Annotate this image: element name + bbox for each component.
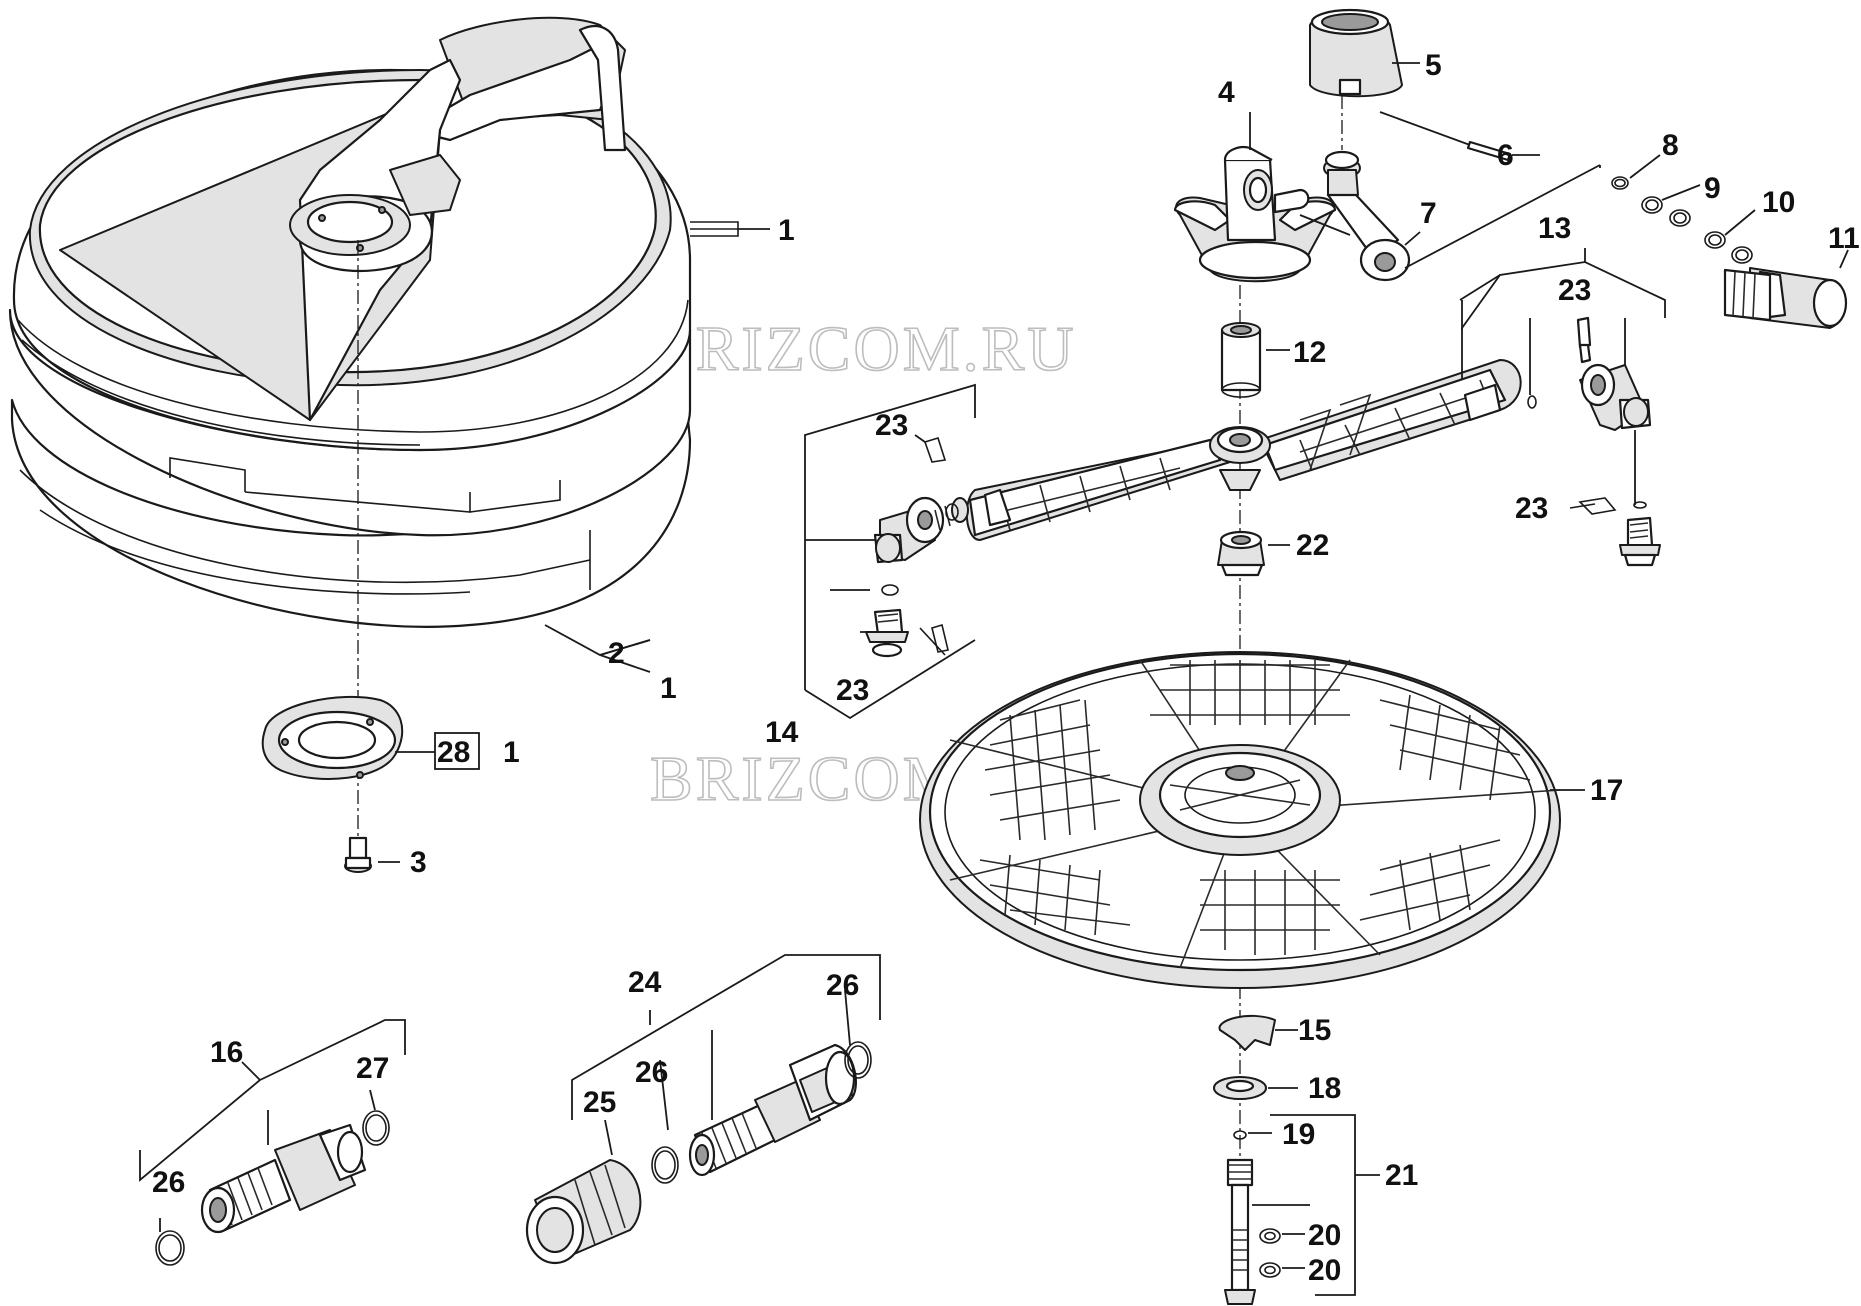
callout-25: 25	[583, 1086, 616, 1119]
callout-24: 24	[628, 966, 662, 999]
callout-19: 19	[1282, 1118, 1315, 1151]
leader-2	[544, 624, 651, 656]
callout-26c: 26	[152, 1166, 185, 1199]
callout-12: 12	[1293, 336, 1326, 369]
clip-23-lower-right	[1569, 497, 1617, 515]
callout-20b: 20	[1308, 1254, 1341, 1287]
callout-4: 4	[1218, 76, 1235, 109]
callout-1-28: 1	[503, 736, 520, 769]
callout-2: 2	[608, 637, 625, 670]
nozzle-group-14	[804, 383, 976, 720]
rotor-arm-13	[951, 248, 1666, 541]
base-plate-17	[919, 651, 1585, 989]
callout-16: 16	[210, 1036, 243, 1069]
callout-27: 27	[356, 1052, 389, 1085]
callout-21: 21	[1385, 1159, 1418, 1192]
nozzle-insert-right	[1619, 516, 1661, 567]
screw-3	[344, 836, 400, 873]
callout-8: 8	[1662, 129, 1679, 162]
callout-26a: 26	[826, 969, 859, 1002]
callout-14: 14	[765, 716, 799, 749]
callout-11: 11	[1828, 222, 1860, 255]
elbow-arm-7	[1323, 150, 1601, 282]
nozzle-11	[1723, 249, 1849, 329]
callout-1-mid: 1	[660, 672, 677, 705]
callout-15: 15	[1298, 1014, 1331, 1047]
rings-20	[1259, 1228, 1305, 1278]
part-28-box	[434, 732, 480, 770]
callout-5: 5	[1425, 49, 1442, 82]
nut-22	[1217, 530, 1290, 577]
watermark-top: BRIZCOM.RU	[650, 313, 1077, 384]
callout-10: 10	[1762, 186, 1795, 219]
ring-19	[1233, 1130, 1272, 1140]
callout-1-top: 1	[778, 214, 795, 247]
part-1-label-tag	[690, 221, 770, 237]
callout-23d: 23	[1515, 492, 1548, 525]
housing-cover	[8, 16, 692, 673]
o-rings-8-9-10	[1611, 154, 1756, 264]
shaft-21	[1224, 1114, 1380, 1305]
callout-20a: 20	[1308, 1219, 1341, 1252]
mounting-plate-28	[261, 695, 480, 780]
callout-23a: 23	[875, 409, 908, 442]
callout-13: 13	[1538, 212, 1571, 245]
callout-18: 18	[1308, 1072, 1341, 1105]
callout-22: 22	[1296, 529, 1329, 562]
pin-6	[1379, 111, 1540, 162]
callout-9: 9	[1704, 172, 1721, 205]
retaining-clip-15	[1218, 1014, 1298, 1051]
callout-23b: 23	[836, 674, 869, 707]
callout-26b: 26	[635, 1056, 668, 1089]
callout-17: 17	[1590, 774, 1623, 807]
clip-23-upper-right	[1576, 316, 1592, 364]
washer-18	[1213, 1076, 1298, 1100]
fitting-16	[139, 1019, 406, 1266]
cap-5	[1309, 8, 1420, 98]
callout-23c: 23	[1558, 274, 1591, 307]
coupling-24	[525, 954, 881, 1265]
callout-28: 28	[437, 736, 470, 769]
callout-3: 3	[410, 846, 427, 879]
elbow-fitting-right	[1579, 363, 1652, 509]
bushing-12	[1220, 322, 1290, 398]
callout-7: 7	[1420, 197, 1437, 230]
callout-6: 6	[1497, 139, 1514, 172]
hub-4	[1173, 112, 1351, 283]
